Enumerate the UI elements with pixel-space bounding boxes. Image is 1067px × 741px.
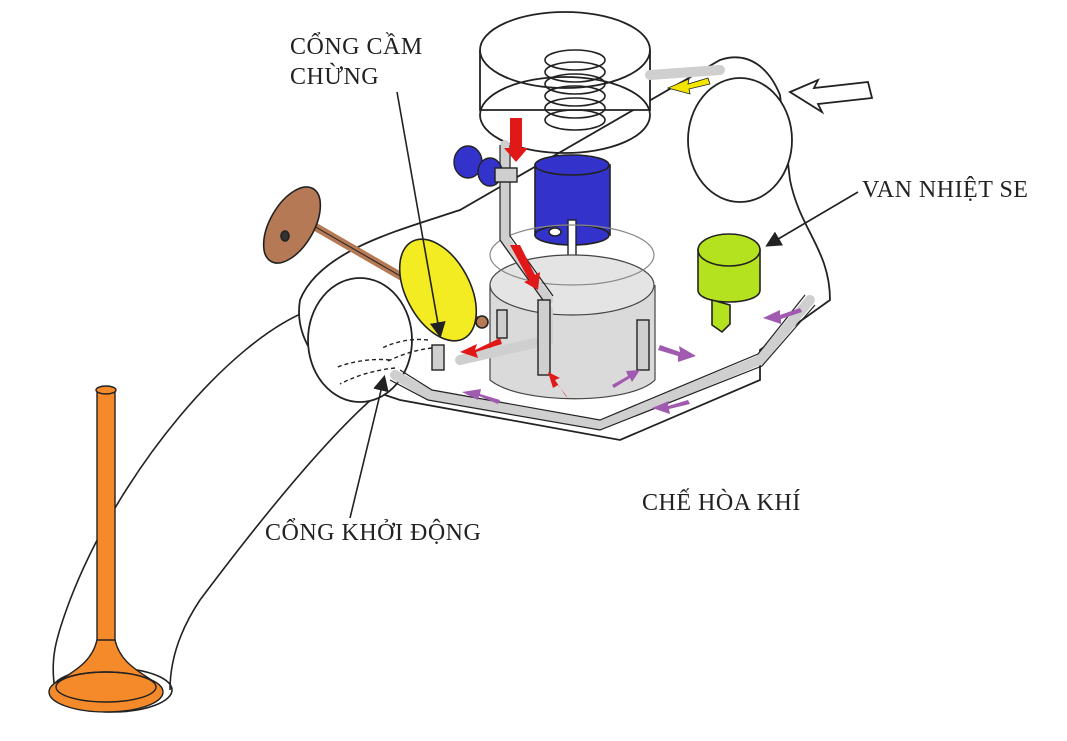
spring [544,49,606,131]
adjuster-screw [453,145,518,187]
label-carburetor: CHẾ HÒA KHÍ [642,490,801,516]
thermo-valve [697,233,761,334]
label-idle-port-line1: CỔNG CẦM [290,34,423,60]
intake-valve [48,385,164,713]
flow-direction-arrow [788,78,874,115]
float-bowl [489,224,656,400]
flow-arrow-yellow [666,77,711,95]
jet-tubes [431,299,650,376]
throttle-plate [398,238,478,342]
piston [534,154,611,246]
flow-arrows-purple [462,308,802,414]
label-se-thermo-valve: VAN NHIỆT SE [862,177,1029,203]
venturi-opening-right [687,77,793,203]
flow-arrows-red [460,118,568,398]
leader-lines [349,91,859,519]
label-idle-port-line2: CHỪNG [290,64,380,90]
label-starter-port: CỔNG KHỞI ĐỘNG [265,520,482,546]
vacuum-chamber [479,11,651,154]
label-idle-port: CỔNG CẦM CHỪNG [290,32,423,92]
fuel-spray [334,338,433,385]
